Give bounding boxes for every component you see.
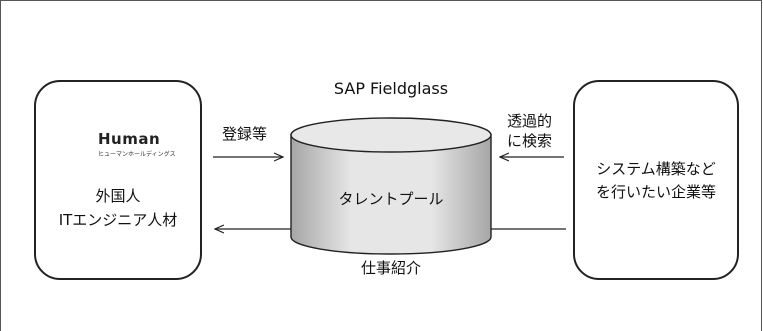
right-entity-line1: システム構築など — [596, 160, 716, 178]
diagram-title: SAP Fieldglass — [333, 79, 449, 98]
search-label-line2: に検索 — [507, 132, 553, 150]
search-label-line1: 透過的 — [507, 112, 553, 130]
left-entity-line1: 外国人 — [95, 187, 141, 205]
database-label: タレントプール — [338, 190, 444, 208]
cylinder-body — [290, 134, 492, 255]
company-box — [573, 80, 739, 280]
human-logo-text: Human — [98, 130, 161, 148]
right-entity-line2: を行いたい企業等 — [595, 183, 716, 201]
job-intro-label: 仕事紹介 — [360, 259, 421, 277]
talent-pool-database — [290, 117, 492, 255]
foreign-engineer-box — [34, 80, 202, 280]
left-entity-line2: ITエンジニア人材 — [58, 211, 178, 229]
cylinder-top — [290, 117, 492, 153]
human-logo-subtext: ヒューマンホールディングス — [98, 151, 176, 158]
register-label: 登録等 — [222, 125, 268, 143]
